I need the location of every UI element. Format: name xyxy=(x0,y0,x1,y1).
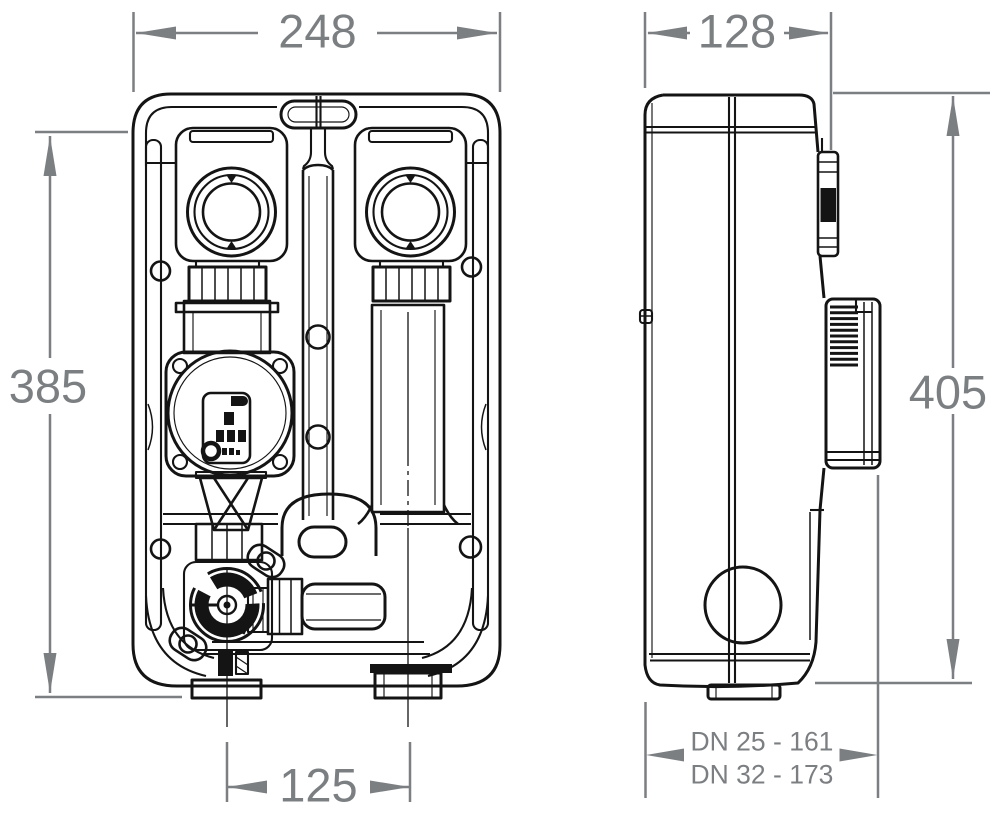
actuator-body xyxy=(300,582,387,631)
valve-ear-upper xyxy=(246,543,286,579)
front-view xyxy=(131,92,502,727)
dimensions: 248 385 125 128 xyxy=(9,5,990,812)
valve-stem xyxy=(218,650,233,676)
dim-side-height-label: 405 xyxy=(909,366,987,419)
dim-port-spacing: 125 xyxy=(225,742,412,812)
union-nut-left xyxy=(187,259,268,303)
wall-bracket xyxy=(816,138,840,258)
pump-outlet-cone xyxy=(198,476,264,532)
pump-motor-rear xyxy=(824,297,882,470)
cabinet-foot xyxy=(706,683,782,701)
pump-supply-pipe xyxy=(182,299,272,355)
union-nut-right xyxy=(371,259,452,303)
cabinet-outline xyxy=(643,93,826,689)
dim-side-depth: 128 xyxy=(643,5,833,150)
pump-knob xyxy=(200,440,222,462)
dim-depth-dn25-label: DN 25 - 161 xyxy=(691,727,834,757)
pump-body xyxy=(166,349,294,477)
center-divider-strip xyxy=(301,163,335,520)
top-keyhole-slot xyxy=(279,96,358,170)
dim-front-height: 385 xyxy=(9,130,182,699)
pump-panel-icons xyxy=(216,396,248,455)
thermometer-dial-left xyxy=(174,126,289,263)
mounting-holes xyxy=(149,256,483,560)
side-view xyxy=(638,93,882,701)
bottom-slot xyxy=(297,525,348,559)
insulation-box-outline xyxy=(131,92,502,688)
dim-front-width-label: 248 xyxy=(278,5,356,58)
side-recess-strip-right xyxy=(471,138,490,632)
bottom-frame xyxy=(144,587,490,678)
circulation-pump xyxy=(164,299,296,532)
dim-depth-dn32-label: DN 32 - 173 xyxy=(691,760,834,790)
divider-screw-hole-upper xyxy=(305,324,331,350)
dim-depth-notes: DN 25 - 161 DN 32 - 173 xyxy=(644,475,880,798)
side-recess-strip-left xyxy=(144,138,163,632)
dim-side-depth-label: 128 xyxy=(698,5,776,58)
actuator-hex xyxy=(266,577,304,636)
cabinet-bottom-seam xyxy=(649,652,810,662)
cabinet-lid-seam xyxy=(646,125,816,134)
divider-screw-hole-lower xyxy=(305,424,331,450)
insulation-box-inner-top-contour xyxy=(144,105,490,166)
pump-motor-fins xyxy=(830,305,858,367)
cabinet-shell-seam xyxy=(727,97,737,683)
pump-pipe-collar xyxy=(174,301,280,314)
return-connection xyxy=(370,664,452,700)
pump-control-panel xyxy=(201,391,252,465)
valve-stem-hatch xyxy=(234,650,250,676)
valve-ear-lower xyxy=(168,626,208,662)
side-port-circle xyxy=(703,565,783,645)
dim-front-height-label: 385 xyxy=(9,360,87,413)
side-recess-lens-arcs xyxy=(147,403,487,451)
bottom-arch xyxy=(163,492,471,559)
dim-side-height: 405 xyxy=(815,91,990,685)
dim-port-spacing-label: 125 xyxy=(279,759,357,812)
front-centerlines xyxy=(226,312,409,727)
front-clip xyxy=(638,308,654,325)
dim-front-width: 248 xyxy=(132,5,502,92)
thermometer-dial-right xyxy=(353,126,468,263)
valve-actuator xyxy=(246,577,387,636)
